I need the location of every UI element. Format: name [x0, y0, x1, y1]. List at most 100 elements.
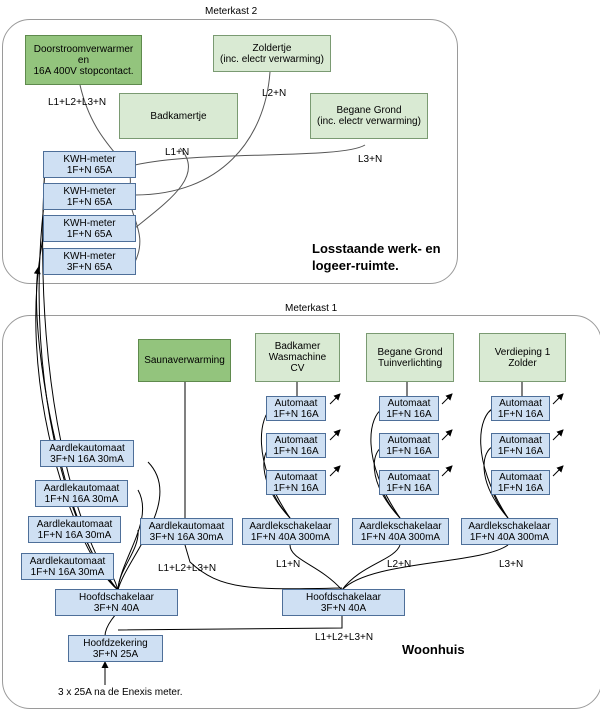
meterkast-1-region-label: Woonhuis — [402, 642, 465, 657]
arrow-col1-3 — [329, 465, 341, 477]
arrow-col2-3 — [441, 465, 453, 477]
aardlekautomaat-left-3-label: Aardlekautomaat 1F+N 16A 30mA — [36, 518, 113, 541]
hoofdschakelaar-right: Hoofdschakelaar 3F+N 40A — [282, 589, 405, 616]
kwh-meter-3-label: KWH-meter 1F+N 65A — [63, 217, 116, 240]
line-label-l2n-m2: L2+N — [262, 88, 287, 99]
kwh-meter-1: KWH-meter 1F+N 65A — [43, 151, 136, 178]
meterkast-2-region — [2, 19, 458, 284]
line-label-l123n-m2: L1+L2+L3+N — [48, 97, 107, 108]
arrow-col1-2 — [329, 429, 341, 441]
kwh-meter-3: KWH-meter 1F+N 65A — [43, 215, 136, 242]
aardlekschakelaar-1: Aardlekschakelaar 1F+N 40A 300mA — [242, 518, 339, 545]
meterkast-2-wires — [79, 71, 366, 263]
automaat-col1-2: Automaat 1F+N 16A — [266, 433, 326, 458]
automaat-col1-1: Automaat 1F+N 16A — [266, 396, 326, 421]
begane-grond-m2-label: Begane Grond (inc. electr verwarming) — [317, 105, 421, 127]
aardlekschakelaar-label: Aardlekschakelaar 1F+N 40A 300mA — [359, 520, 442, 543]
badkamertje-label: Badkamertje — [150, 110, 207, 122]
wire-col3-a2 — [483, 445, 509, 519]
hoofdzekering-label: Hoofdzekering 3F+N 25A — [83, 637, 148, 660]
begane-grond-m2-box: Begane Grond (inc. electr verwarming) — [310, 93, 428, 139]
wire-hoofd-to-l1 — [289, 544, 343, 591]
saunaverwarming-box: Saunaverwarming — [138, 339, 231, 382]
doorstroomverwarmer-label: Doorstroomverwarmer en 16A 400V stopcont… — [33, 43, 134, 77]
automaat-col2-2: Automaat 1F+N 16A — [379, 433, 439, 458]
automaat-label: Automaat 1F+N 16A — [273, 471, 319, 494]
aardlekautomaat-left-2-label: Aardlekautomaat 1F+N 16A 30mA — [43, 482, 120, 505]
automaat-label: Automaat 1F+N 16A — [386, 471, 432, 494]
aardlekautomaat-sauna: Aardlekautomaat 3F+N 16A 30mA — [140, 518, 233, 545]
automaat-col3-1: Automaat 1F+N 16A — [491, 396, 550, 421]
aardlekautomaat-left-3: Aardlekautomaat 1F+N 16A 30mA — [28, 516, 121, 543]
meterkast-1-region — [2, 315, 600, 709]
hoofdschakelaar-right-label: Hoofdschakelaar 3F+N 40A — [305, 591, 382, 614]
kwh-meter-2: KWH-meter 1F+N 65A — [43, 183, 136, 210]
kwh-meter-2-label: KWH-meter 1F+N 65A — [63, 185, 116, 208]
meterkast-2-region-label: Losstaande werk- en logeer-ruimte. — [312, 241, 441, 273]
group-2-box: Begane Grond Tuinverlichting — [366, 333, 454, 382]
wire-begane-kwh1 — [134, 144, 366, 166]
group-3-label: Verdieping 1 Zolder — [494, 346, 551, 369]
wire-zolder-kwh2 — [134, 71, 271, 196]
kwh-meter-4: KWH-meter 3F+N 65A — [43, 248, 136, 275]
line-label-l1n: L1+N — [276, 559, 301, 570]
aardlekschakelaar-label: Aardlekschakelaar 1F+N 40A 300mA — [249, 520, 332, 543]
group-2-label: Begane Grond Tuinverlichting — [377, 346, 443, 369]
automaat-label: Automaat 1F+N 16A — [273, 434, 319, 457]
automaat-label: Automaat 1F+N 16A — [273, 397, 319, 420]
aardlekautomaat-left-4-label: Aardlekautomaat 1F+N 16A 30mA — [29, 555, 106, 578]
automaat-label: Automaat 1F+N 16A — [497, 434, 544, 457]
automaat-col3-2: Automaat 1F+N 16A — [491, 433, 550, 458]
enexis-label: 3 x 25A na de Enexis meter. — [58, 687, 183, 698]
meterkast-2-title: Meterkast 2 — [205, 6, 258, 17]
arrow-col3-1 — [552, 393, 564, 405]
arrow-col2-2 — [441, 429, 453, 441]
aardlekautomaat-left-2: Aardlekautomaat 1F+N 16A 30mA — [35, 480, 128, 507]
automaat-label: Automaat 1F+N 16A — [497, 471, 544, 494]
automaat-label: Automaat 1F+N 16A — [497, 397, 544, 420]
line-label-l3n-m2: L3+N — [358, 154, 383, 165]
aardlekschakelaar-label: Aardlekschakelaar 1F+N 40A 300mA — [468, 520, 551, 543]
wire-sauna-to-hoofd — [184, 544, 343, 590]
arrow-col2-1 — [441, 393, 453, 405]
aardlekautomaat-left-1-label: Aardlekautomaat 3F+N 16A 30mA — [49, 442, 125, 465]
automaat-col3-3: Automaat 1F+N 16A — [491, 470, 550, 495]
automaat-col1-3: Automaat 1F+N 16A — [266, 470, 326, 495]
group-1-label: Badkamer Wasmachine CV — [268, 341, 327, 374]
aardlekautomaat-left-4: Aardlekautomaat 1F+N 16A 30mA — [21, 553, 114, 580]
zoldertje-label: Zoldertje (inc. electr verwarming) — [220, 42, 324, 65]
automaat-label: Automaat 1F+N 16A — [386, 397, 432, 420]
hoofdschakelaar-left: Hoofdschakelaar 3F+N 40A — [55, 589, 178, 616]
line-label-sauna: L1+L2+L3+N — [158, 563, 217, 574]
hoofdzekering-box: Hoofdzekering 3F+N 25A — [68, 635, 163, 662]
kwh-meter-4-label: KWH-meter 3F+N 65A — [63, 250, 116, 273]
wire-col1-a1 — [261, 407, 291, 519]
meterkast-1-title: Meterkast 1 — [285, 303, 338, 314]
line-label-l1n-m2: L1+N — [165, 147, 190, 158]
wire-hoofd-to-l3 — [341, 544, 509, 591]
line-label-l2n: L2+N — [387, 559, 412, 570]
kwh-meter-1-label: KWH-meter 1F+N 65A — [63, 153, 116, 176]
automaat-label: Automaat 1F+N 16A — [386, 434, 432, 457]
arrow-col1-1 — [329, 393, 341, 405]
hoofdschakelaar-left-label: Hoofdschakelaar 3F+N 40A — [78, 591, 155, 614]
wire-hoofd-to-l2 — [341, 544, 401, 591]
aardlekschakelaar-2: Aardlekschakelaar 1F+N 40A 300mA — [352, 518, 449, 545]
arrow-col3-2 — [552, 429, 564, 441]
wire-badkamer-kwh3 — [134, 147, 189, 229]
wire-col2-a1 — [370, 407, 401, 519]
wire-aardlek3 — [117, 529, 139, 591]
aardlekschakelaar-3: Aardlekschakelaar 1F+N 40A 300mA — [461, 518, 558, 545]
badkamertje-box: Badkamertje — [119, 93, 238, 139]
line-label-main: L1+L2+L3+N — [315, 632, 374, 643]
group-3-box: Verdieping 1 Zolder — [479, 333, 566, 382]
line-label-l3n: L3+N — [499, 559, 524, 570]
automaat-col2-3: Automaat 1F+N 16A — [379, 470, 439, 495]
wire-col3-a1 — [480, 407, 509, 519]
arrow-col3-3 — [552, 465, 564, 477]
automaat-col2-1: Automaat 1F+N 16A — [379, 396, 439, 421]
doorstroomverwarmer-box: Doorstroomverwarmer en 16A 400V stopcont… — [25, 35, 142, 85]
zoldertje-box: Zoldertje (inc. electr verwarming) — [213, 35, 331, 72]
aardlekautomaat-left-1: Aardlekautomaat 3F+N 16A 30mA — [40, 440, 134, 467]
aardlekautomaat-sauna-label: Aardlekautomaat 3F+N 16A 30mA — [148, 520, 225, 543]
